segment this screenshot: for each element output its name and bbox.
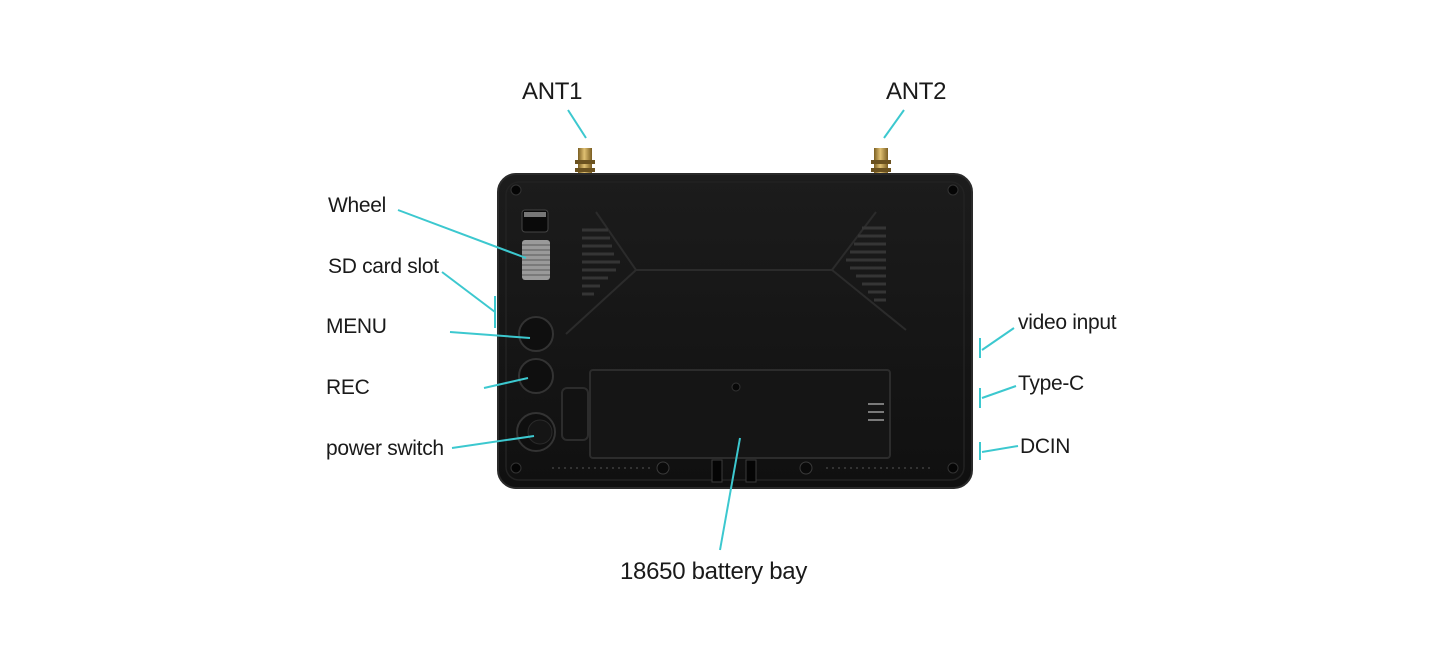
- label-sd-card-slot: SD card slot: [328, 255, 439, 278]
- menu-button-icon: [518, 316, 554, 352]
- battery-bay: [561, 369, 891, 459]
- leader-sd-card: [441, 271, 496, 313]
- leader-menu: [449, 331, 531, 339]
- leader-power: [451, 435, 535, 449]
- label-rec: REC: [326, 376, 370, 399]
- leader-lines: [397, 109, 1019, 551]
- vent-right: [846, 226, 886, 302]
- scroll-wheel-icon: [521, 209, 550, 280]
- label-dcin: DCIN: [1020, 435, 1071, 458]
- raised-panel: [565, 211, 907, 335]
- label-ant2: ANT2: [886, 78, 947, 105]
- label-menu: MENU: [326, 315, 387, 338]
- label-battery-bay: 18650 battery bay: [620, 558, 808, 585]
- leader-dcin: [981, 445, 1019, 453]
- vent-left: [582, 228, 620, 296]
- leader-ant1: [567, 109, 587, 139]
- label-ant1: ANT1: [522, 78, 583, 105]
- label-power-switch: power switch: [326, 437, 444, 460]
- leader-video: [981, 327, 1015, 351]
- leader-wheel: [397, 209, 527, 259]
- leader-ant2: [883, 109, 905, 139]
- leader-battery: [719, 437, 741, 551]
- bottom-rail: [552, 459, 930, 483]
- label-video-input: video input: [1018, 311, 1117, 334]
- label-wheel: Wheel: [328, 194, 387, 217]
- leader-typec: [981, 385, 1017, 399]
- leader-rec: [483, 377, 529, 389]
- screw-icons: [510, 184, 959, 474]
- rec-button-icon: [518, 358, 554, 394]
- power-button-icon: [516, 412, 556, 452]
- label-type-c: Type-C: [1018, 372, 1084, 395]
